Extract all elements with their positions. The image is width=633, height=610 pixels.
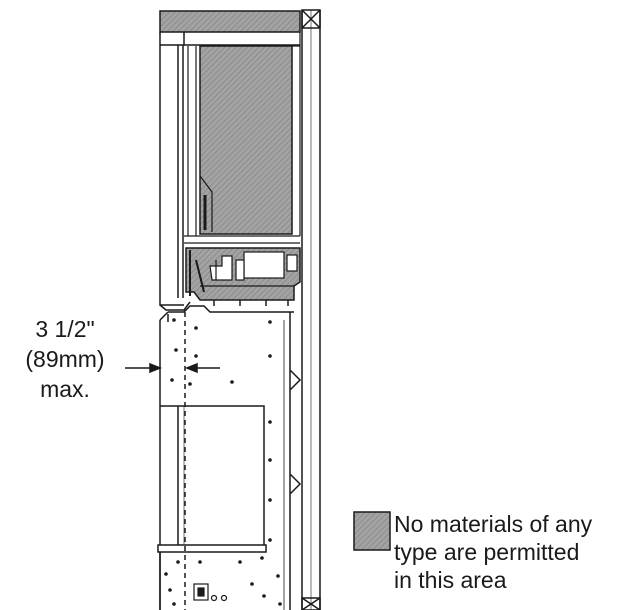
- no-material-zone-main: [199, 45, 293, 235]
- dimension-imperial: 3 1/2": [35, 316, 95, 342]
- dimension-qualifier: max.: [40, 376, 90, 402]
- dimension-arrows: [125, 362, 220, 374]
- dimension-metric: (89mm): [25, 346, 105, 372]
- connector-symbol: [193, 583, 228, 602]
- no-material-zone-top: [159, 10, 301, 33]
- legend-swatch: [353, 511, 391, 551]
- firebox-body: [157, 305, 302, 610]
- dimension-label: 3 1/2" (89mm) max.: [0, 314, 130, 404]
- legend-line-3: in this area: [394, 567, 507, 593]
- upper-enclosure: [159, 32, 300, 311]
- vent-ticks: [213, 300, 289, 306]
- wall-column: [301, 9, 321, 610]
- inner-details: [184, 32, 301, 244]
- legend-line-1: No materials of any: [394, 511, 593, 537]
- legend-line-2: type are permitted: [394, 539, 580, 565]
- fastener-dots: [164, 318, 282, 606]
- legend-text: No materials of any type are permitted i…: [394, 510, 630, 594]
- lower-zone-details: [189, 250, 298, 296]
